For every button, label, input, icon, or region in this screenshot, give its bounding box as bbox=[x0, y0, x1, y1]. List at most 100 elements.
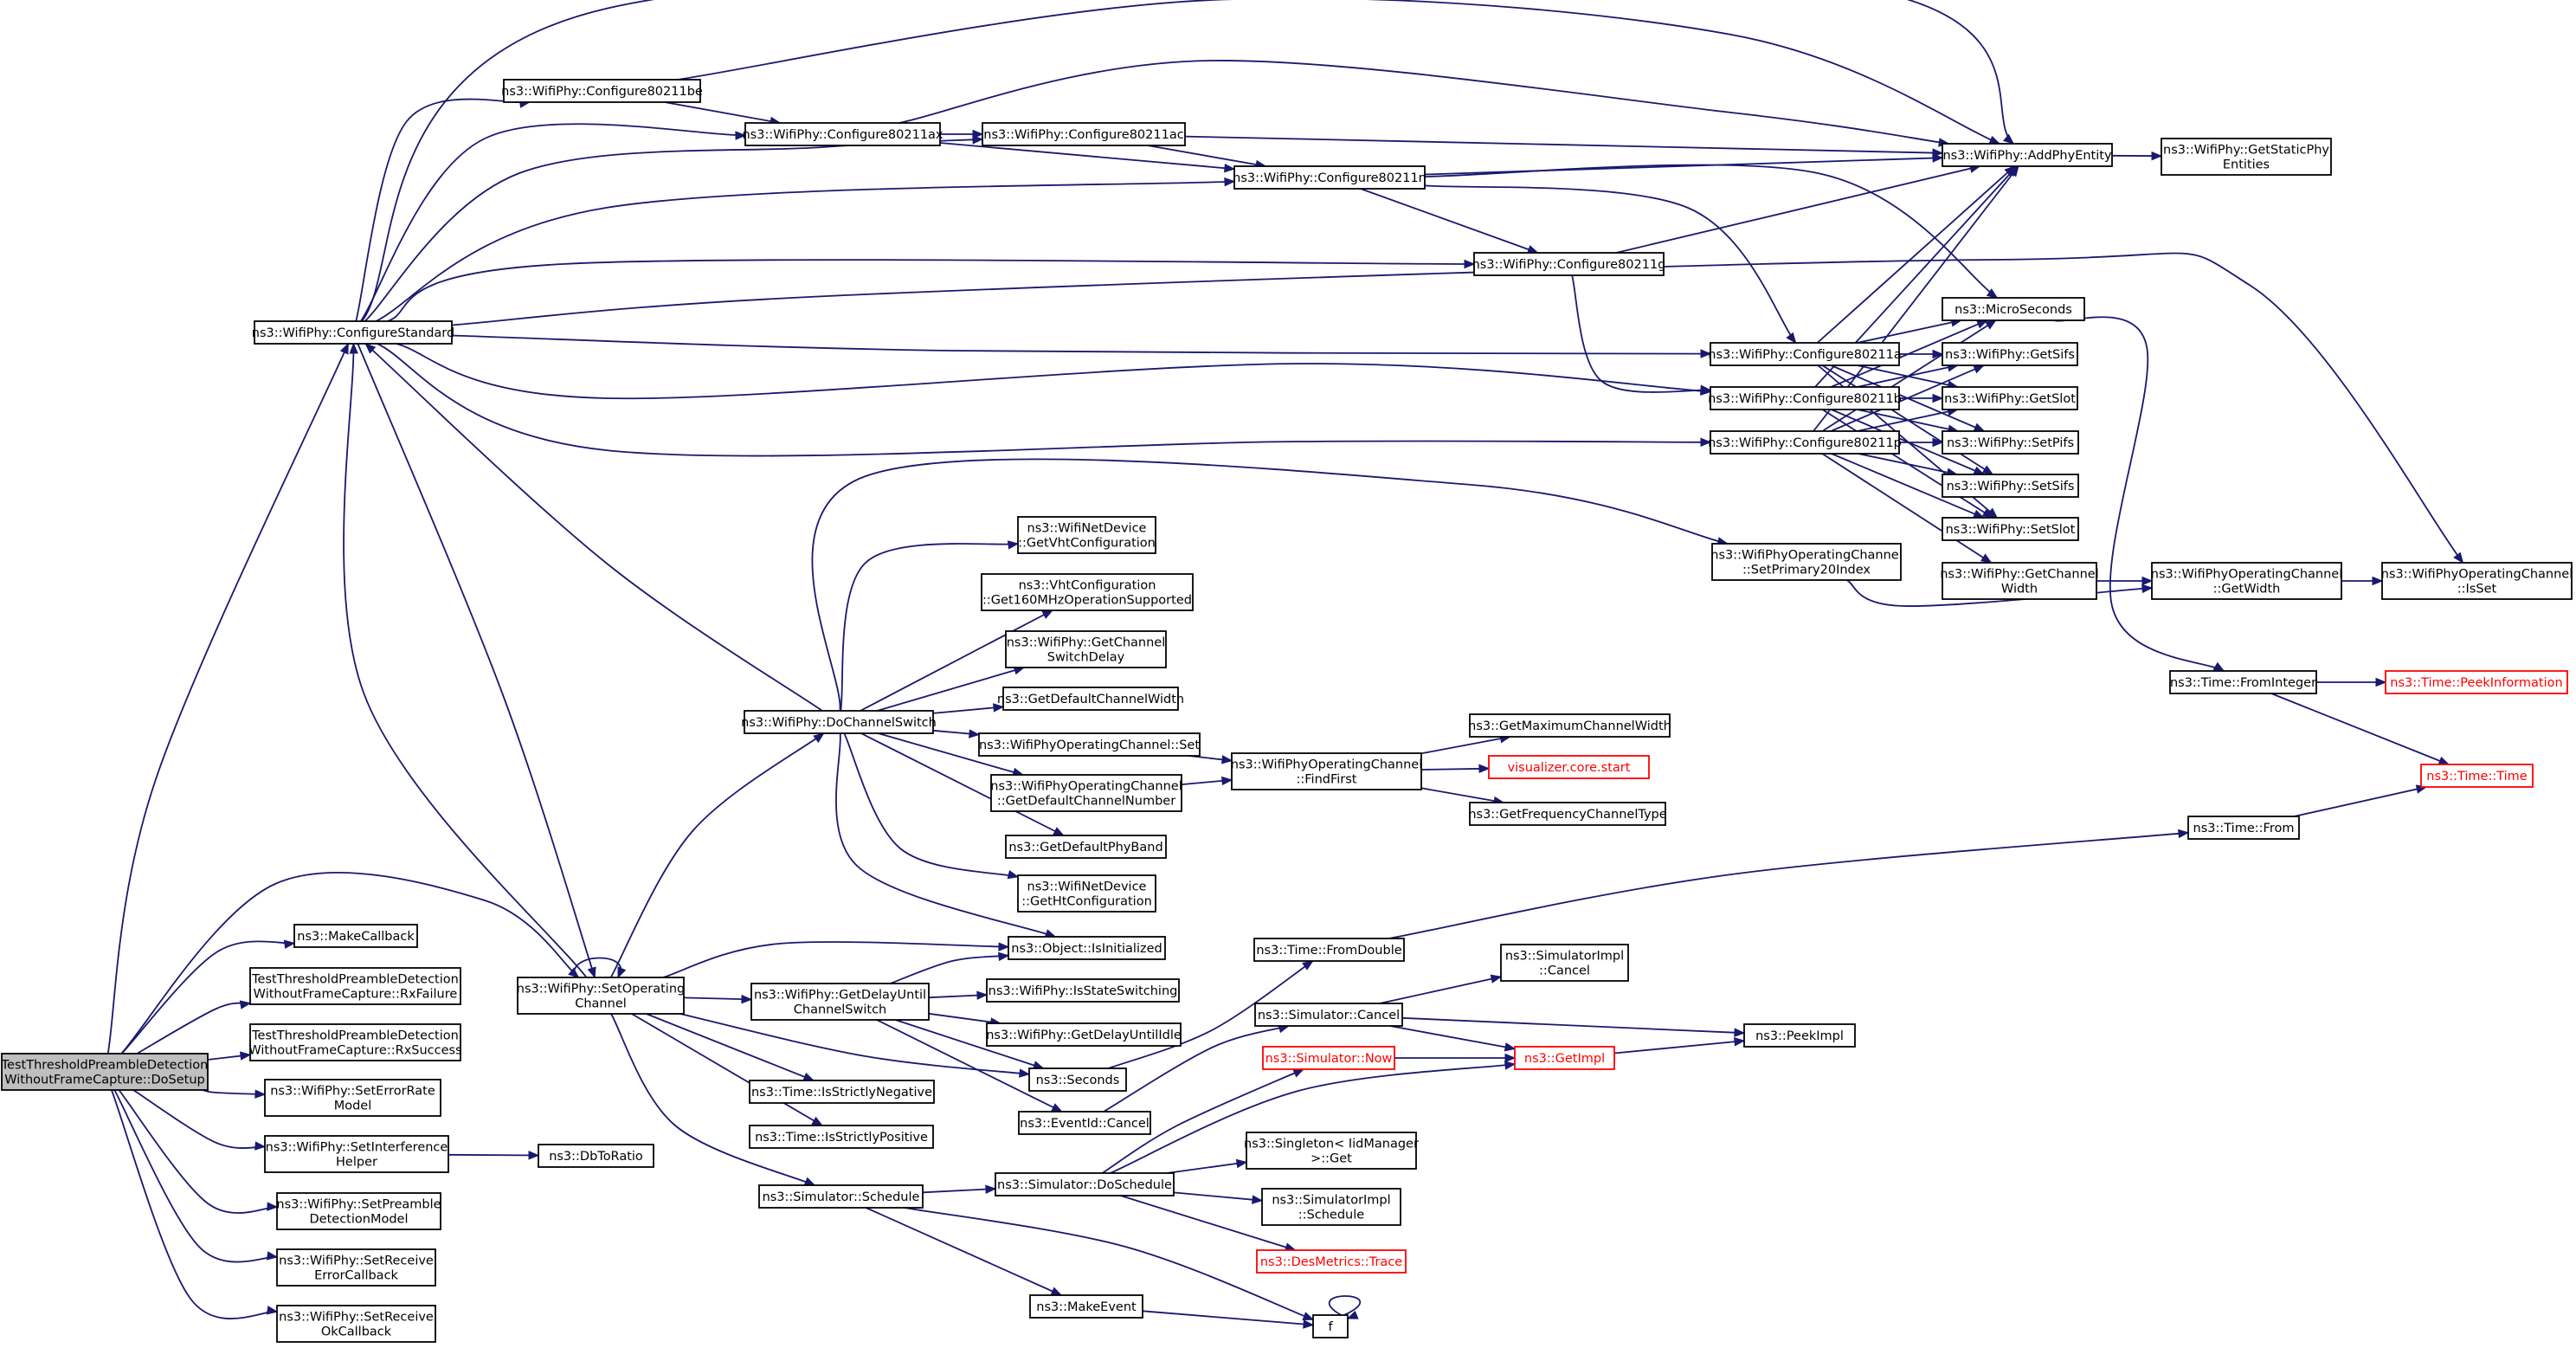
node-cfgac[interactable]: ns3::WifiPhy::Configure80211ac bbox=[982, 122, 1186, 146]
node-simnow[interactable]: ns3::Simulator::Now bbox=[1262, 1046, 1395, 1070]
node-rxsucc[interactable]: TestThresholdPreambleDetectionWithoutFra… bbox=[248, 1023, 462, 1061]
arrowhead-wocgetdcn-to-wocff bbox=[1221, 776, 1233, 786]
arrowhead-root-to-seterr bbox=[254, 1089, 267, 1099]
node-box bbox=[1028, 1067, 1127, 1092]
node-cfga[interactable]: ns3::WifiPhy::Configure80211a bbox=[1708, 342, 1902, 366]
node-vizstart[interactable]: visualizer.core.start bbox=[1488, 755, 1650, 779]
edge-root-to-makecb bbox=[120, 940, 295, 1055]
node-f[interactable]: f bbox=[1312, 1314, 1349, 1338]
node-getdui[interactable]: ns3::WifiPhy::GetDelayUntilIdle bbox=[986, 1022, 1182, 1047]
node-cfgp[interactable]: ns3::WifiPhy::Configure80211p bbox=[1708, 430, 1902, 455]
node-label: WithoutFrameCapture::DoSetup bbox=[4, 1074, 205, 1087]
node-simdosched[interactable]: ns3::Simulator::DoSchedule bbox=[995, 1172, 1175, 1196]
node-isinit[interactable]: ns3::Object::IsInitialized bbox=[1008, 936, 1166, 960]
node-getsifs[interactable]: ns3::WifiPhy::GetSifs bbox=[1942, 342, 2078, 366]
node-label: ns3::WifiPhy::SetErrorRate bbox=[270, 1085, 435, 1099]
node-getslot[interactable]: ns3::WifiPhy::GetSlot bbox=[1942, 386, 2078, 410]
arrowhead-root-to-setrxok bbox=[266, 1306, 279, 1315]
node-docs[interactable]: ns3::WifiPhy::DoChannelSwitch bbox=[741, 710, 937, 734]
node-desmetrics[interactable]: ns3::DesMetrics::Trace bbox=[1256, 1249, 1407, 1274]
node-simcancel[interactable]: ns3::Simulator::Cancel bbox=[1254, 1003, 1403, 1027]
node-dbtoratio[interactable]: ns3::DbToRatio bbox=[538, 1144, 654, 1168]
node-wocsetp20[interactable]: ns3::WifiPhyOperatingChannel::SetPrimary… bbox=[1710, 543, 1903, 581]
node-box bbox=[1029, 1294, 1143, 1319]
edge-cfgp-to-getslot bbox=[1857, 409, 1958, 432]
node-cfgbe[interactable]: ns3::WifiPhy::Configure80211be bbox=[501, 79, 703, 103]
node-box bbox=[1942, 474, 2079, 498]
node-setpifs[interactable]: ns3::WifiPhy::SetPifs bbox=[1942, 430, 2079, 455]
node-cfgg[interactable]: ns3::WifiPhy::Configure80211g bbox=[1472, 252, 1666, 276]
node-label: ns3::GetFrequencyChannelType bbox=[1468, 808, 1666, 822]
node-wocgetw[interactable]: ns3::WifiPhyOperatingChannel::GetWidth bbox=[2151, 562, 2342, 600]
arrowhead-simsched-to-makeevent bbox=[1050, 1287, 1063, 1296]
node-wocset[interactable]: ns3::WifiPhyOperatingChannel::Set bbox=[978, 732, 1201, 757]
node-isss[interactable]: ns3::WifiPhy::IsStateSwitching bbox=[986, 978, 1180, 1003]
node-cfgax[interactable]: ns3::WifiPhy::Configure80211ax bbox=[742, 122, 943, 146]
node-label: ns3::Simulator::Now bbox=[1265, 1052, 1393, 1066]
node-peekinfo[interactable]: ns3::Time::PeekInformation bbox=[2385, 670, 2568, 694]
node-label: ::GetVhtConfiguration bbox=[1018, 537, 1156, 551]
node-vht160[interactable]: ns3::VhtConfiguration::Get160MHzOperatio… bbox=[981, 573, 1194, 611]
node-fromdouble[interactable]: ns3::Time::FromDouble bbox=[1253, 938, 1405, 962]
node-simimplsched[interactable]: ns3::SimulatorImpl::Schedule bbox=[1261, 1188, 1401, 1226]
node-simsched[interactable]: ns3::Simulator::Schedule bbox=[758, 1184, 924, 1209]
arrowhead-cfgstd-to-cfgax bbox=[735, 131, 747, 140]
node-cfgb[interactable]: ns3::WifiPhy::Configure80211b bbox=[1708, 386, 1902, 410]
node-label: ns3::WifiPhyOperatingChannel::Set bbox=[979, 738, 1200, 752]
node-setslot[interactable]: ns3::WifiPhy::SetSlot bbox=[1942, 517, 2079, 541]
node-simimplcancel[interactable]: ns3::SimulatorImpl::Cancel bbox=[1500, 944, 1629, 982]
node-peekimpl[interactable]: ns3::PeekImpl bbox=[1743, 1023, 1856, 1048]
node-getht[interactable]: ns3::WifiNetDevice::GetHtConfiguration bbox=[1017, 874, 1156, 913]
node-label: ns3::EventId::Cancel bbox=[1020, 1117, 1150, 1131]
node-box bbox=[1710, 342, 1900, 366]
node-ispos[interactable]: ns3::Time::IsStrictlyPositive bbox=[749, 1125, 934, 1149]
arrowhead-cfgax-to-cfgn bbox=[1224, 164, 1236, 173]
node-rxfail[interactable]: TestThresholdPreambleDetectionWithoutFra… bbox=[249, 967, 461, 1005]
edge-fromdouble-to-timefrom bbox=[1388, 831, 2189, 939]
edge-root-to-setrxerr bbox=[113, 1089, 278, 1263]
node-box bbox=[538, 1144, 654, 1168]
node-cfgn[interactable]: ns3::WifiPhy::Configure80211n bbox=[1233, 165, 1426, 190]
node-getmcw[interactable]: ns3::GetMaximumChannelWidth bbox=[1468, 713, 1671, 738]
node-timefrom[interactable]: ns3::Time::From bbox=[2187, 816, 2300, 840]
node-makeevent[interactable]: ns3::MakeEvent bbox=[1029, 1294, 1143, 1319]
node-isneg[interactable]: ns3::Time::IsStrictlyNegative bbox=[749, 1080, 935, 1104]
node-setsifs[interactable]: ns3::WifiPhy::SetSifs bbox=[1942, 474, 2079, 498]
node-root[interactable]: TestThresholdPreambleDetectionWithoutFra… bbox=[1, 1053, 209, 1091]
node-cfgstd[interactable]: ns3::WifiPhy::ConfigureStandard bbox=[252, 320, 454, 345]
node-micro[interactable]: ns3::MicroSeconds bbox=[1942, 297, 2085, 321]
node-box bbox=[1942, 342, 2078, 366]
node-wocgetdcn[interactable]: ns3::WifiPhyOperatingChannel::GetDefault… bbox=[990, 774, 1182, 812]
node-label: ns3::GetMaximumChannelWidth bbox=[1468, 719, 1671, 733]
node-box bbox=[982, 122, 1186, 146]
node-getdcw[interactable]: ns3::GetDefaultChannelWidth bbox=[997, 687, 1184, 711]
node-wocisset[interactable]: ns3::WifiPhyOperatingChannel::IsSet bbox=[2381, 562, 2573, 600]
edge-simdosched-to-simnow bbox=[1102, 1068, 1304, 1174]
node-getdpb[interactable]: ns3::GetDefaultPhyBand bbox=[1005, 835, 1167, 859]
node-wocff[interactable]: ns3::WifiPhyOperatingChannel::FindFirst bbox=[1231, 752, 1422, 790]
node-addphy[interactable]: ns3::WifiPhy::AddPhyEntity bbox=[1942, 143, 2113, 167]
node-seconds[interactable]: ns3::Seconds bbox=[1028, 1067, 1127, 1092]
node-makecb[interactable]: ns3::MakeCallback bbox=[293, 924, 418, 948]
node-timetime[interactable]: ns3::Time::Time bbox=[2420, 764, 2534, 788]
node-fromint[interactable]: ns3::Time::FromInteger bbox=[2169, 670, 2317, 694]
arrowhead-cfgstd-to-cfgac bbox=[972, 135, 984, 145]
node-label: ns3::WifiPhy::Configure80211a bbox=[1708, 348, 1901, 362]
node-getvht[interactable]: ns3::WifiNetDevice::GetVhtConfiguration bbox=[1017, 516, 1156, 554]
node-getfct[interactable]: ns3::GetFrequencyChannelType bbox=[1468, 802, 1667, 826]
node-box bbox=[1262, 1046, 1395, 1070]
edge-cfgp-to-getchw bbox=[1821, 453, 1992, 564]
node-getimpl[interactable]: ns3::GetImpl bbox=[1514, 1046, 1615, 1070]
node-singleton[interactable]: ns3::Singleton< IidManager >::Get bbox=[1244, 1132, 1419, 1170]
node-evcancel[interactable]: ns3::EventId::Cancel bbox=[1018, 1111, 1151, 1135]
